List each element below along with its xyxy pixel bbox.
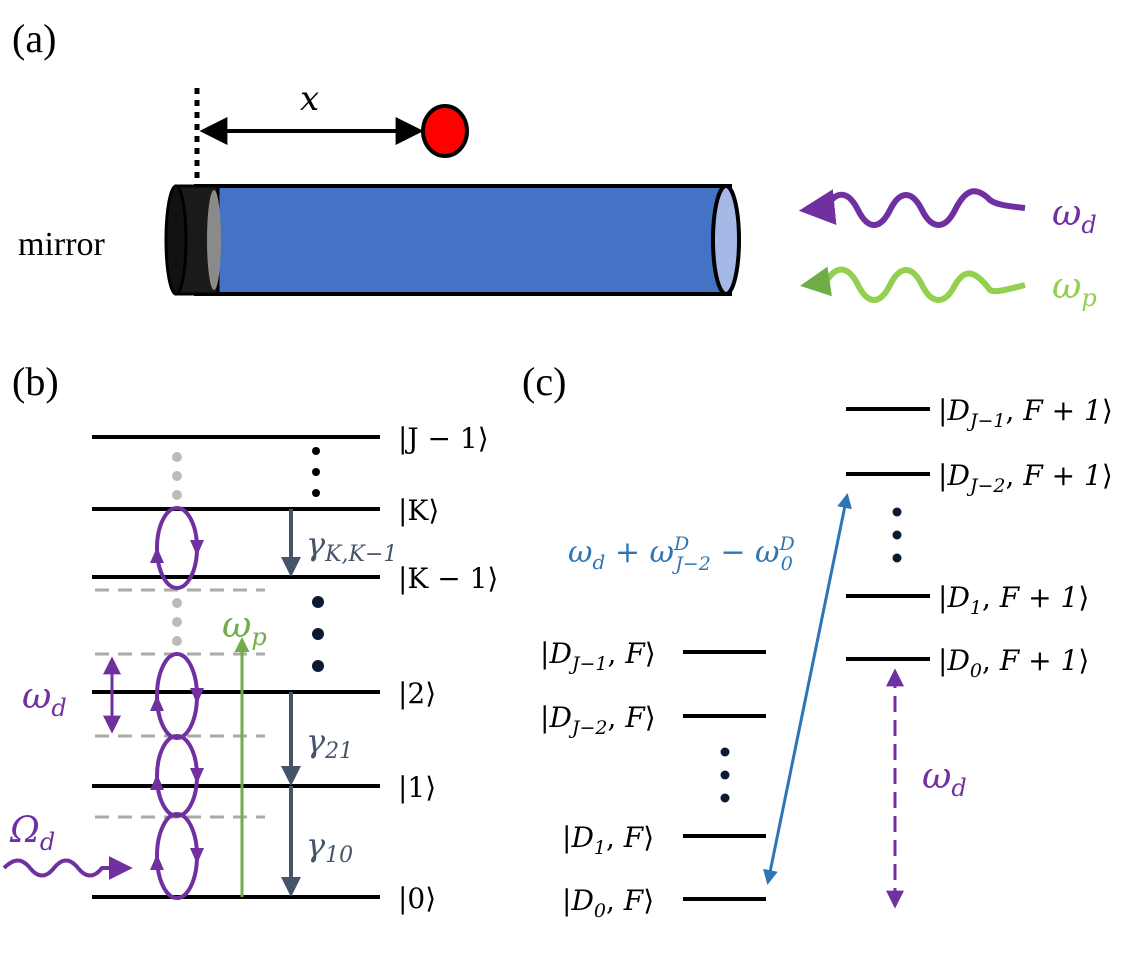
probe-frequency-label: ωp [1052,266,1097,312]
probe-wave [800,266,1026,303]
panel-a: (a) mirror x ωd ωp [12,16,1097,312]
distance-label: x [300,79,319,119]
fiber-end [711,184,741,296]
black-ellipsis-mid [312,596,324,672]
left-level-label-0: |D0, F⟩ [562,884,654,922]
mirror-label: mirror [18,226,106,263]
gray-ellipsis-top [172,452,182,500]
fiber-body [194,184,732,296]
black-ellipsis-top [312,447,320,497]
panel-c: (c) |DJ−1, F⟩ |DJ−2, F⟩ |D1, F⟩ |D0, F⟩ … [522,359,1113,922]
right-ellipsis [892,507,902,563]
mirror-cap-end [164,184,188,296]
level-label-2: |2⟩ [398,677,436,710]
left-ellipsis [720,747,730,803]
decay-label-K: γK,K−1 [306,525,397,567]
drive-wave [798,188,1026,228]
panel-a-label: (a) [12,16,56,61]
panel-b-label: (b) [12,359,59,404]
atom [421,104,469,158]
level-label-0: |0⟩ [398,882,436,915]
level-label-K-1: |K − 1⟩ [398,562,498,595]
level-label-J-1: |J − 1⟩ [398,422,489,455]
probe-frequency-label-b: ωp [222,605,267,651]
rabi-drive-wave [2,856,133,880]
level-label-1: |1⟩ [398,771,436,804]
right-level-label-J-2: |DJ−2, F + 1⟩ [938,459,1113,497]
panel-b: (b) [2,359,498,915]
coupling-loops [155,506,199,900]
right-level-label-0: |D0, F + 1⟩ [938,644,1089,682]
transition-arrow [763,493,852,885]
decay-label-10: γ10 [306,826,353,868]
level-label-K: |K⟩ [398,494,439,527]
panel-c-label: (c) [522,359,566,404]
drive-frequency-label: ωd [1052,193,1097,239]
decay-label-21: γ21 [306,722,353,764]
drive-frequency-label-b: ωd [22,676,67,722]
left-level-label-J-1: |DJ−1, F⟩ [540,637,656,675]
right-level-label-1: |D1, F + 1⟩ [938,581,1089,619]
drive-frequency-label-c: ωd [922,756,967,802]
left-level-label-J-2: |DJ−2, F⟩ [540,701,656,739]
right-level-label-J-1: |DJ−1, F + 1⟩ [938,394,1113,432]
mirror-inner-face [207,190,221,290]
rabi-frequency-label: Ωd [9,810,55,856]
left-level-label-1: |D1, F⟩ [562,821,654,859]
loop-arrowheads [150,540,204,870]
gray-ellipsis-mid [172,598,182,646]
